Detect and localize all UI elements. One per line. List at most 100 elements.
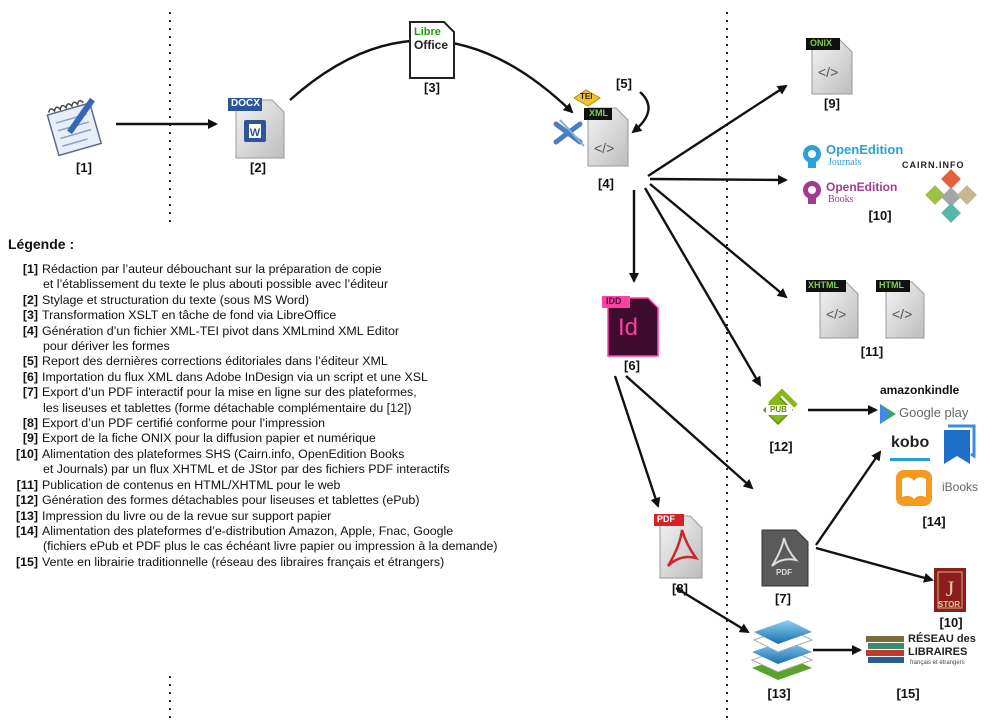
xml-file-icon xyxy=(584,107,629,167)
legend-item-key: [3] xyxy=(22,308,38,323)
jstor-text: STOR xyxy=(938,600,961,609)
legend-item-text: Alimentation des plateformes d’e-distrib… xyxy=(42,523,454,538)
legend-item-key: [6] xyxy=(22,369,38,384)
label-2: [2] xyxy=(250,160,266,175)
tei-label: TEI xyxy=(580,92,593,101)
amazon-kindle-text: amazonkindle xyxy=(880,383,960,397)
libreoffice-text-libre: Libre xyxy=(414,26,441,38)
legend-item-key: [15] xyxy=(15,554,38,569)
label-14: [14] xyxy=(922,514,946,529)
legend-item-text: Rédaction par l’auteur débouchant sur la… xyxy=(42,262,382,276)
ibooks-icon xyxy=(896,470,932,506)
legend-item-key: [11] xyxy=(16,477,38,492)
arrow-6-7 xyxy=(625,375,754,490)
legend-item-key: [12] xyxy=(15,493,38,508)
xhtml-file-icon xyxy=(806,280,859,339)
label-8: [8] xyxy=(672,581,688,596)
legend-item-text: Export d’un PDF certifié conforme pour l… xyxy=(42,416,326,431)
arrow-7-14 xyxy=(815,450,882,546)
libreoffice-logo xyxy=(409,21,455,79)
legend-item: [3] Transformation XSLT en tâche de fond … xyxy=(12,308,672,323)
html-badge: HTML xyxy=(879,280,904,290)
openedition-books-logo xyxy=(803,181,821,204)
legend-item: [5]Report des dernières corrections édit… xyxy=(12,354,672,369)
legend-item-key: [8] xyxy=(22,416,38,431)
legend-item-key: [2] xyxy=(22,292,38,307)
onix-file-icon xyxy=(806,38,853,95)
indesign-icon xyxy=(602,296,659,357)
label-15: [15] xyxy=(896,686,920,701)
arrow-4-11 xyxy=(649,183,788,299)
legend-item: [1]Rédaction par l’auteur débouchant sur… xyxy=(12,262,672,277)
pdf-grey-label: PDF xyxy=(776,568,792,577)
google-play-text: Google play xyxy=(899,405,969,420)
legend-item: [15] Vente en librairie traditionnelle (r… xyxy=(12,555,672,570)
legend-item-key: [7] xyxy=(22,385,38,400)
arrow-7-jstor xyxy=(815,546,934,583)
legend-item-text: et l’établissement du texte le plus abou… xyxy=(43,277,389,292)
xhtml-code-glyph: </> xyxy=(826,306,847,322)
epub-badge: PUB xyxy=(770,405,787,414)
legend-item-text: Importation du flux XML dans Adobe InDes… xyxy=(42,369,428,384)
xml-badge: XML xyxy=(589,108,608,118)
onix-code-glyph: </> xyxy=(818,64,839,80)
epub-icon xyxy=(762,388,798,426)
bookmark-icon xyxy=(944,424,976,464)
books-stack-icon xyxy=(750,620,814,680)
xhtml-badge: XHTML xyxy=(808,280,839,290)
legend-item-key: [13] xyxy=(15,508,38,523)
reseau-libraires-logo xyxy=(866,636,904,663)
legend-item-text: Vente en librairie traditionnelle (résea… xyxy=(42,554,445,569)
label-6: [6] xyxy=(624,358,640,373)
label-13: [13] xyxy=(767,686,791,701)
html-code-glyph: </> xyxy=(892,306,913,322)
legend-item: et l’établissement du texte le plus abou… xyxy=(12,277,672,292)
google-play-icon xyxy=(880,404,896,424)
cairn-logo-mark xyxy=(925,169,977,223)
legend-item-text: et Journals) par un flux XHTML et de JSt… xyxy=(43,462,450,477)
svg-text:W: W xyxy=(250,127,261,139)
legend-item-text: Transformation XSLT en tâche de fond via… xyxy=(42,308,337,323)
label-9: [9] xyxy=(824,96,840,111)
pdf-interactive-icon xyxy=(761,529,809,587)
label-10-openedition: [10] xyxy=(868,208,892,223)
docx-file-icon: W xyxy=(228,98,285,159)
openedition-journals-logo xyxy=(803,145,821,168)
reseau-line2: LIBRAIRES xyxy=(908,646,968,658)
legend-item-text: Export d’un PDF interactif pour la mise … xyxy=(42,385,417,400)
legend-item-text: (fichiers ePub et PDF plus le cas échéan… xyxy=(43,539,498,554)
legend-item-text: Impression du livre ou de la revue sur s… xyxy=(42,508,332,523)
legend-item-text: Publication de contenus en HTML/XHTML po… xyxy=(42,477,341,492)
pdf-badge: PDF xyxy=(657,514,675,524)
legend-item: [9]Export de la fiche ONIX pour la diffu… xyxy=(12,431,672,446)
arrow-8-13 xyxy=(675,586,750,634)
arrow-4-9 xyxy=(647,84,788,178)
label-7: [7] xyxy=(775,591,791,606)
legend-item: [10]Alimentation des plateformes SHS (Ca… xyxy=(12,447,672,462)
legend-title: Légende : xyxy=(8,236,75,252)
legend-item: (fichiers ePub et PDF plus le cas échéan… xyxy=(12,539,672,554)
notepad-icon xyxy=(46,97,103,157)
legend-item-key: [9] xyxy=(22,431,38,446)
legend-item-key: [10] xyxy=(15,446,38,461)
legend-item: [13] Impression du livre ou de la revue s… xyxy=(12,509,672,524)
onix-badge: ONIX xyxy=(810,38,833,48)
reseau-line1: RÉSEAU des xyxy=(908,633,976,645)
openedition-books-sub: Books xyxy=(828,194,854,205)
label-3: [3] xyxy=(424,80,440,95)
arrow-4-12 xyxy=(643,187,762,387)
label-5: [5] xyxy=(616,76,632,91)
legend-item: [2]Stylage et structuration du texte (so… xyxy=(12,293,672,308)
idd-badge: IDD xyxy=(606,296,622,306)
kobo-bar-icon xyxy=(890,458,930,461)
flow-arrows xyxy=(116,39,934,655)
legend-item: [14]Alimentation des plateformes d’e-dis… xyxy=(12,524,672,539)
label-10-jstor: [10] xyxy=(939,615,963,630)
legend-item: [11] Publication de contenus en HTML/XHTM… xyxy=(12,478,672,493)
jstor-logo: J xyxy=(934,568,966,612)
pdf-acrobat-icon xyxy=(654,514,703,579)
legend-item: pour dériver les formes xyxy=(12,339,672,354)
arrow-4-10 xyxy=(649,174,788,185)
